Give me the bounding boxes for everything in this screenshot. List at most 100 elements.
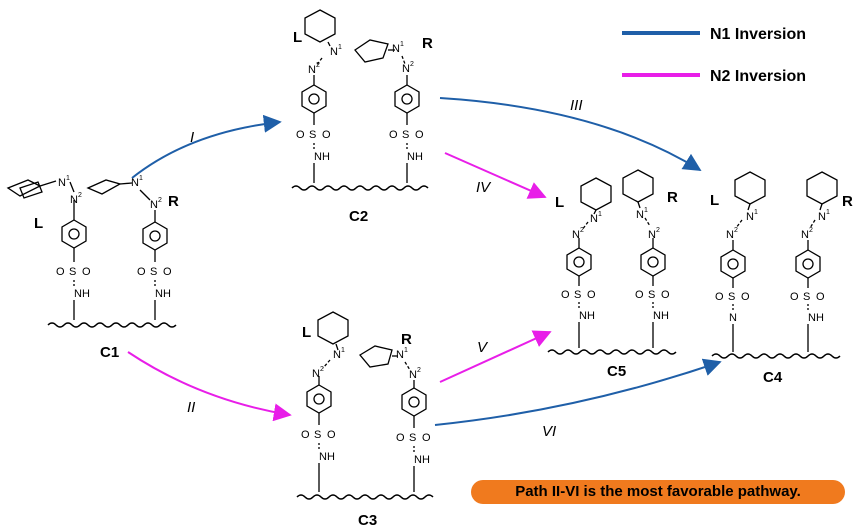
c2-chains [301, 9, 420, 183]
arrow-path-i [131, 114, 282, 179]
svg-text:NH: NH [314, 151, 330, 163]
c4-left-tag: L [710, 192, 719, 209]
c5-left-tag: L [555, 194, 564, 211]
c3-right-tag: R [401, 331, 412, 348]
c4-chains [720, 171, 838, 352]
arrow-path-iii [439, 97, 702, 171]
svg-text:O: O [790, 291, 799, 303]
svg-text:O: O [396, 432, 405, 444]
svg-text:2: 2 [158, 197, 162, 204]
svg-text:2: 2 [316, 62, 320, 69]
svg-text:N: N [572, 229, 580, 241]
svg-text:O: O [301, 429, 310, 441]
legend: N1 Inversion N2 Inversion [622, 26, 806, 85]
svg-text:1: 1 [400, 41, 404, 48]
c5-name: C5 [607, 363, 626, 380]
c2-surface [291, 185, 429, 191]
arrow-path-iv [444, 152, 547, 199]
svg-text:2: 2 [734, 227, 738, 234]
svg-text:O: O [561, 289, 570, 301]
svg-text:2: 2 [809, 227, 813, 234]
c4-surface [711, 353, 841, 359]
arrow-path-vi [434, 358, 722, 426]
svg-text:NH: NH [155, 288, 171, 300]
svg-text:1: 1 [139, 175, 143, 182]
svg-text:N: N [726, 229, 734, 241]
c1-right-chain [86, 179, 168, 320]
c3-left-tag: L [302, 324, 311, 341]
svg-text:S: S [314, 429, 321, 441]
path-label-iv: IV [476, 179, 492, 196]
pathway-arrows [127, 97, 722, 426]
c1-left-chain [6, 179, 87, 320]
c5-right-tag: R [667, 189, 678, 206]
svg-text:N: N [729, 312, 737, 324]
svg-text:S: S [150, 266, 157, 278]
path-label-iii: III [570, 97, 583, 114]
svg-text:N: N [636, 209, 644, 221]
svg-text:N: N [818, 211, 826, 223]
svg-text:N: N [801, 229, 809, 241]
svg-text:N: N [330, 46, 338, 58]
svg-text:O: O [415, 129, 424, 141]
svg-text:NH: NH [579, 310, 595, 322]
c1-right-tag: R [168, 193, 179, 210]
arrow-path-v [439, 330, 552, 383]
svg-text:2: 2 [78, 192, 82, 199]
svg-text:2: 2 [417, 367, 421, 374]
svg-text:O: O [82, 266, 91, 278]
svg-text:NH: NH [319, 451, 335, 463]
svg-text:O: O [422, 432, 431, 444]
svg-text:NH: NH [407, 151, 423, 163]
svg-text:O: O [661, 289, 670, 301]
svg-text:NH: NH [414, 454, 430, 466]
svg-text:1: 1 [404, 347, 408, 354]
svg-text:S: S [803, 291, 810, 303]
svg-text:O: O [163, 266, 172, 278]
svg-text:2: 2 [580, 227, 584, 234]
svg-text:2: 2 [410, 61, 414, 68]
c2-name: C2 [349, 208, 368, 225]
c5-chains [566, 169, 666, 348]
c2-left-tag: L [293, 29, 302, 46]
c3-chains [306, 311, 427, 492]
svg-text:N: N [150, 199, 158, 211]
c2-right-tag: R [422, 35, 433, 52]
svg-text:O: O [137, 266, 146, 278]
svg-text:S: S [728, 291, 735, 303]
svg-text:N: N [312, 368, 320, 380]
svg-text:S: S [402, 129, 409, 141]
c4-name: C4 [763, 369, 783, 386]
svg-text:N: N [308, 64, 316, 76]
c5-surface [547, 349, 677, 355]
svg-text:1: 1 [644, 207, 648, 214]
svg-text:2: 2 [320, 366, 324, 373]
svg-text:O: O [816, 291, 825, 303]
svg-text:NH: NH [808, 312, 824, 324]
svg-text:N: N [402, 63, 410, 75]
svg-text:N: N [590, 213, 598, 225]
favorable-pathway-note: Path II-VI is the most favorable pathway… [471, 480, 845, 504]
svg-text:1: 1 [341, 347, 345, 354]
svg-text:S: S [648, 289, 655, 301]
svg-text:1: 1 [598, 211, 602, 218]
c1-surface [47, 322, 177, 328]
svg-text:S: S [69, 266, 76, 278]
svg-text:O: O [322, 129, 331, 141]
legend-label-n1: N1 Inversion [710, 26, 806, 43]
svg-text:O: O [389, 129, 398, 141]
path-labels: I II III IV V VI [187, 97, 583, 440]
svg-text:N: N [131, 177, 139, 189]
c3-name: C3 [358, 512, 377, 529]
svg-text:O: O [296, 129, 305, 141]
